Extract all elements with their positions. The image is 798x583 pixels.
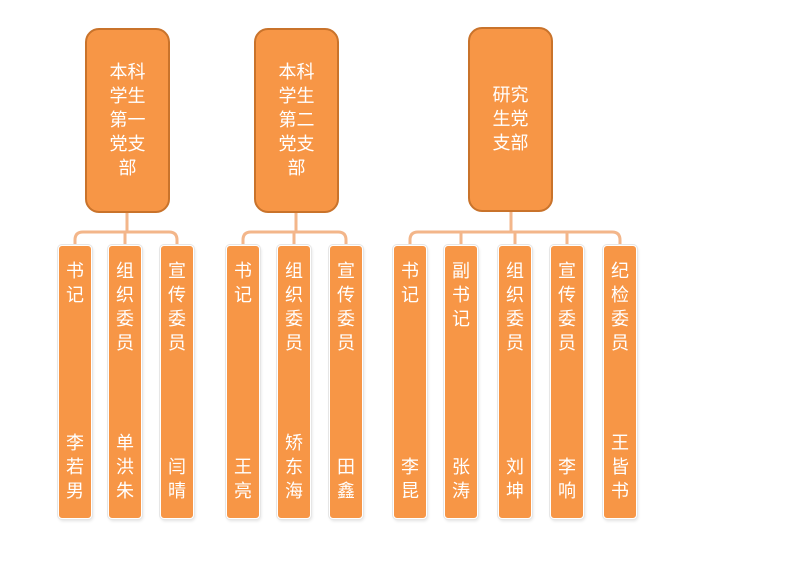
member-role: 宣传委员 (337, 261, 355, 354)
member-box: 宣传委员 李响 (550, 245, 584, 519)
member-role: 宣传委员 (558, 261, 576, 354)
member-name: 田鑫 (337, 457, 355, 502)
member-name: 张涛 (452, 457, 470, 502)
member-name: 闫晴 (168, 457, 186, 502)
member-box: 宣传委员 闫晴 (160, 245, 194, 519)
member-role: 宣传委员 (168, 261, 186, 354)
member-box: 组织委员 矫东海 (277, 245, 311, 519)
branch-head-2: 本科学生第二党支部 (254, 28, 339, 213)
member-role: 组织委员 (506, 261, 524, 354)
member-box: 书记 王亮 (226, 245, 260, 519)
member-box: 组织委员 单洪朱 (108, 245, 142, 519)
member-role: 纪检委员 (611, 261, 629, 354)
member-name: 李若男 (66, 433, 84, 502)
member-role: 书记 (234, 261, 252, 306)
branch-name-3: 研究生党支部 (492, 84, 529, 154)
member-name: 矫东海 (285, 433, 303, 502)
member-role: 副书记 (452, 261, 470, 330)
member-name: 李响 (558, 457, 576, 502)
branch-name-2: 本科学生第二党支部 (278, 61, 315, 179)
member-name: 王亮 (234, 457, 252, 502)
branch-head-1: 本科学生第一党支部 (85, 28, 170, 213)
member-name: 王皆书 (611, 433, 629, 502)
connector-branch-1 (73, 213, 179, 245)
member-box: 书记 李若男 (58, 245, 92, 519)
member-box: 宣传委员 田鑫 (329, 245, 363, 519)
connector-branch-3 (408, 212, 622, 245)
member-name: 单洪朱 (116, 433, 134, 502)
member-role: 组织委员 (116, 261, 134, 354)
member-box: 书记 李昆 (393, 245, 427, 519)
member-box: 组织委员 刘坤 (498, 245, 532, 519)
member-name: 李昆 (401, 457, 419, 502)
branch-head-3: 研究生党支部 (468, 27, 553, 212)
member-role: 书记 (66, 261, 84, 306)
member-role: 书记 (401, 261, 419, 306)
member-name: 刘坤 (506, 457, 524, 502)
member-box: 副书记 张涛 (444, 245, 478, 519)
connector-branch-2 (241, 213, 348, 245)
member-box: 纪检委员 王皆书 (603, 245, 637, 519)
member-role: 组织委员 (285, 261, 303, 354)
branch-name-1: 本科学生第一党支部 (109, 61, 146, 179)
